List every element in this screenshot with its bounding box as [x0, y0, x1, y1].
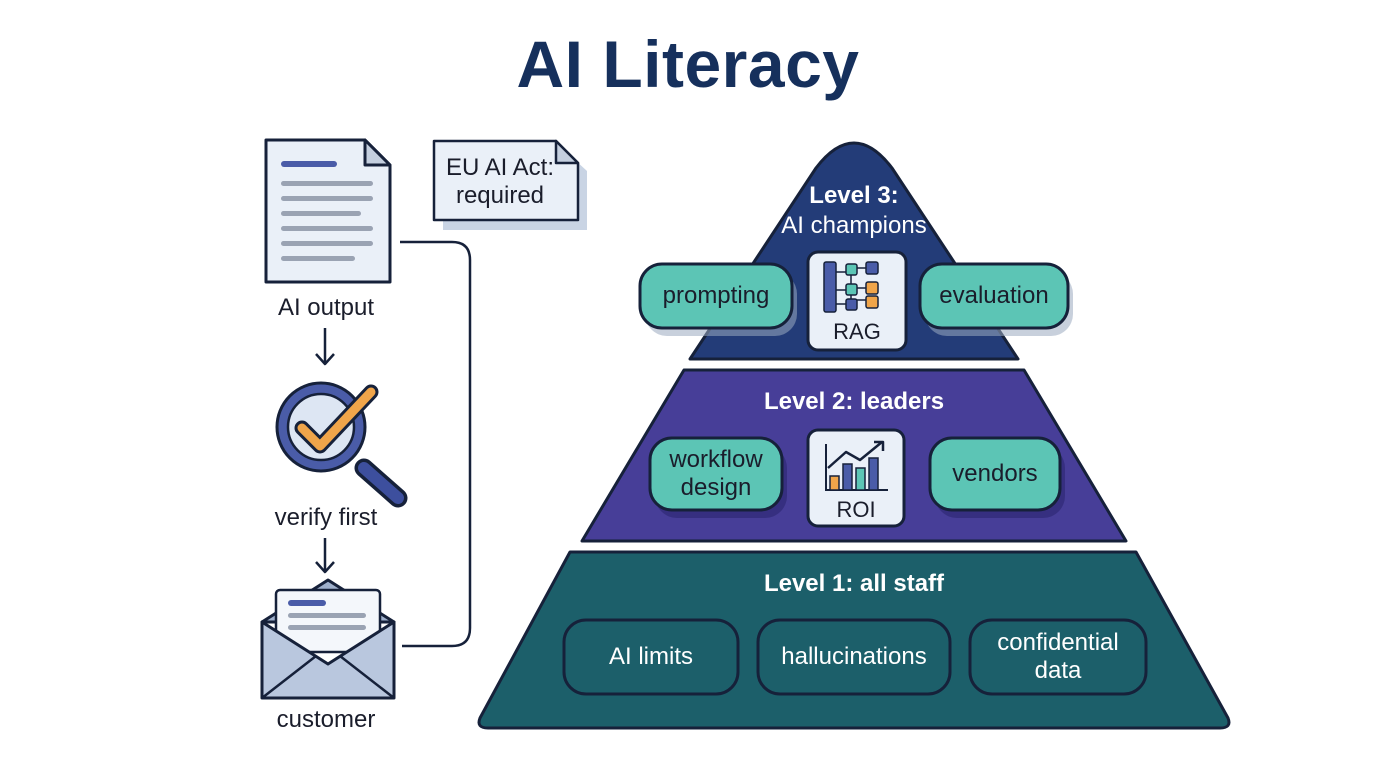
pill-vendors — [928, 436, 1065, 518]
document-icon — [264, 138, 392, 284]
skill-confidential-line2: data — [1034, 657, 1082, 684]
page-title: AI Literacy — [516, 27, 860, 101]
pill-confidential-data — [968, 618, 1148, 696]
skill-ai-limits: AI limits — [609, 643, 693, 670]
envelope-icon — [260, 578, 396, 700]
arrow-down-icon — [315, 538, 335, 574]
pill-workflow-design — [648, 436, 787, 518]
eu-ai-act-note — [432, 139, 587, 230]
skill-rag: RAG — [833, 319, 881, 344]
pill-prompting — [638, 262, 797, 336]
level-3-title-line2: AI champions — [781, 212, 927, 239]
step-label-ai-output: AI output — [277, 294, 375, 321]
pill-ai-limits — [562, 618, 740, 696]
note-text-line2: required — [455, 182, 545, 209]
bar-chart-icon — [825, 440, 888, 491]
pill-evaluation — [918, 262, 1073, 336]
skill-workflow-line2: design — [680, 474, 752, 501]
magnifier-check-icon — [275, 381, 408, 508]
skill-evaluation: evaluation — [939, 282, 1049, 309]
level-2-title: Level 2: leaders — [763, 388, 945, 415]
flowchart-icon — [823, 261, 879, 313]
step-label-verify-first: verify first — [274, 504, 378, 531]
skill-workflow-line1: workflow — [669, 446, 763, 473]
arrow-down-icon — [315, 328, 335, 366]
step-label-customer: customer — [276, 706, 376, 733]
skill-vendors: vendors — [952, 460, 1038, 487]
skill-prompting: prompting — [662, 282, 770, 309]
skill-roi: ROI — [836, 497, 876, 522]
level-3-title-line1: Level 3: — [809, 182, 899, 209]
skill-confidential-line1: confidential — [997, 629, 1119, 656]
level-1-title: Level 1: all staff — [763, 570, 945, 597]
skill-hallucinations: hallucinations — [781, 643, 927, 670]
pill-hallucinations — [756, 618, 952, 696]
flow-connector-line — [400, 240, 472, 648]
note-text-line1: EU AI Act: — [445, 154, 555, 181]
